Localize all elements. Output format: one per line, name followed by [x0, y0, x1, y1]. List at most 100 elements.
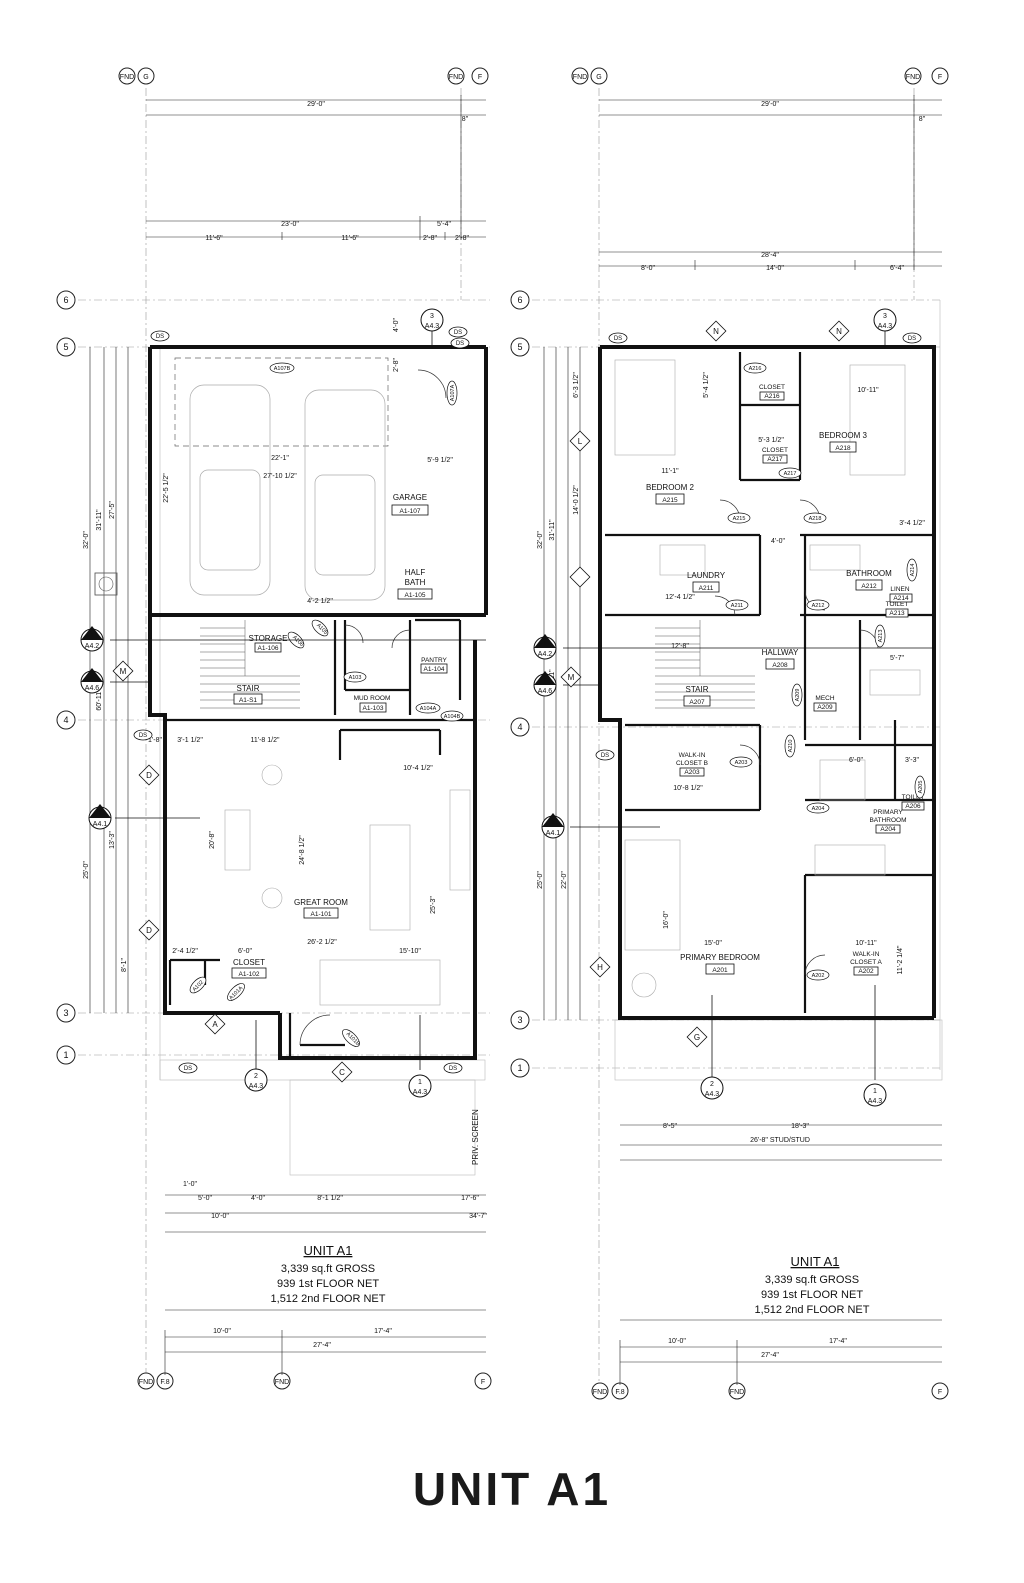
- ds-marker: DS: [456, 341, 464, 347]
- room-num-a215: A215: [662, 497, 678, 504]
- dim-overall: 29'-0": [307, 101, 325, 108]
- door-tag: A203: [735, 760, 748, 766]
- room-num-a1-105: A1-105: [405, 592, 426, 599]
- dim: 26'-8" STUD/STUD: [750, 1137, 810, 1144]
- section-tag-sheet: A4.3: [249, 1083, 264, 1090]
- room-num-a1-s1: A1-S1: [239, 697, 257, 704]
- dim: 17'-4": [374, 1328, 392, 1335]
- section-tag-num: 3: [883, 313, 887, 320]
- col-bubble-fnd: FND: [275, 1379, 289, 1386]
- col-bubble-g: G: [596, 74, 601, 81]
- elev-marker-c: C: [339, 1068, 345, 1077]
- door-tag: A216: [749, 366, 762, 372]
- elev-marker-m: M: [120, 667, 127, 676]
- dim-2-8a: 2'-8": [423, 235, 437, 242]
- dim: 5'-4 1/2": [703, 372, 710, 398]
- col-bubble-fnd: FND: [593, 1389, 607, 1396]
- door-tag: A205: [918, 781, 924, 794]
- dim: 10'-11": [855, 940, 877, 947]
- dimension-lines-top: [146, 95, 942, 270]
- door-tag: A104B: [444, 714, 461, 720]
- room-walk-in-closet-b: CLOSET B: [676, 760, 708, 767]
- dim-8-1: 8'-1": [121, 958, 128, 972]
- dim: 12'-4 1/2": [665, 594, 695, 601]
- row-bubble-6: 6: [517, 295, 522, 305]
- dim-2-8b: 2'-8": [455, 235, 469, 242]
- door-tag: A209: [795, 689, 801, 702]
- dim: 10'-0": [211, 1213, 229, 1220]
- section-tag-sheet: A4.3: [878, 323, 893, 330]
- elev-marker-a: A: [212, 1020, 218, 1029]
- dim-8in: 8": [919, 116, 926, 123]
- dim-6-4: 6'-4": [890, 265, 904, 272]
- dim: 4'-0": [771, 538, 785, 545]
- door-tag: A103: [349, 675, 362, 681]
- section-tag-num: 1: [873, 1088, 877, 1095]
- ds-marker: DS: [156, 334, 164, 340]
- grid-bubbles-right: [510, 290, 530, 1078]
- dim: 10'-0": [213, 1328, 231, 1335]
- dim: 17'-6": [461, 1195, 479, 1202]
- room-garage: GARAGE: [393, 493, 427, 502]
- dim: 17'-4": [829, 1338, 847, 1345]
- dim: 1'-8": [148, 737, 162, 744]
- door-tag: A218: [809, 516, 822, 522]
- room-num-a1-106: A1-106: [258, 645, 279, 652]
- ds-marker: DS: [601, 753, 609, 759]
- dim-overall: 29'-0": [761, 101, 779, 108]
- room-num-a209: A209: [817, 704, 833, 711]
- dim: 4'-0": [393, 318, 400, 332]
- dim: 5'-0": [198, 1195, 212, 1202]
- section-tag-num: 1: [543, 678, 547, 685]
- room-num-a1-104: A1-104: [424, 666, 445, 673]
- room-num-a1-107: A1-107: [400, 508, 421, 515]
- unit-summary-1st: 939 1st FLOOR NET: [277, 1278, 379, 1290]
- row-bubble-4: 4: [63, 715, 68, 725]
- door-tag: A214: [910, 564, 916, 577]
- col-bubble-fnd: FND: [906, 74, 920, 81]
- room-walk-in-closet-a: WALK-IN: [853, 951, 880, 958]
- section-tag-num: 1: [90, 675, 94, 682]
- col-bubble-f: F: [478, 74, 482, 81]
- door-tag: A107B: [274, 366, 291, 372]
- floor-plans-drawing: 6 5 4 3 1 6 5 4 3 1 FND G FND F FND G FN…: [56, 67, 949, 1400]
- room-num-a213: A213: [889, 610, 905, 617]
- dim-25-0: 25'-0": [537, 871, 544, 889]
- room-bedroom-3: BEDROOM 3: [819, 431, 868, 440]
- dim-23ft: 23'-0": [281, 221, 299, 228]
- section-tag-sheet: A4.6: [85, 685, 100, 692]
- dim-8in: 8": [462, 116, 469, 123]
- room-num-a217: A217: [767, 456, 783, 463]
- room-stair: STAIR: [237, 684, 260, 693]
- elev-marker-n: N: [836, 327, 842, 336]
- col-bubble-fnd: FND: [573, 74, 587, 81]
- room-num-a211: A211: [699, 585, 714, 592]
- section-tag-num: 1: [551, 820, 555, 827]
- door-tag: A217: [784, 471, 797, 477]
- room-num-a1-102: A1-102: [239, 971, 260, 978]
- room-pantry: PANTRY: [421, 657, 447, 664]
- section-tag-sheet: A4.1: [546, 830, 561, 837]
- section-tag-num: 3: [430, 313, 434, 320]
- door-tag: A202: [812, 973, 825, 979]
- section-tag-num: 1: [90, 633, 94, 640]
- room-hallway: HALLWAY: [762, 648, 799, 657]
- room-walk-in-closet-a: CLOSET A: [850, 959, 882, 966]
- dim: 10'-8 1/2": [673, 785, 703, 792]
- room-num-a202: A202: [858, 968, 874, 975]
- door-tag: A210: [788, 740, 794, 753]
- room-num-a208: A208: [772, 662, 788, 669]
- dim-25-0: 25'-0": [83, 861, 90, 879]
- unit-summary-1st: 939 1st FLOOR NET: [761, 1289, 863, 1301]
- col-bubble-f8: F.8: [615, 1389, 624, 1396]
- column-bubbles-top: [118, 67, 949, 85]
- section-tag-sheet: A4.1: [93, 821, 108, 828]
- dim: 1'-0": [183, 1181, 197, 1188]
- section-tag-num: 1: [98, 811, 102, 818]
- section-tag-sheet: A4.6: [538, 688, 553, 695]
- room-walk-in-closet-b: WALK-IN: [679, 752, 706, 759]
- unit-summary-title: UNIT A1: [304, 1243, 353, 1258]
- dim: 2'-4 1/2": [172, 948, 198, 955]
- room-closet: CLOSET: [759, 384, 785, 391]
- room-bedroom-2: BEDROOM 2: [646, 483, 695, 492]
